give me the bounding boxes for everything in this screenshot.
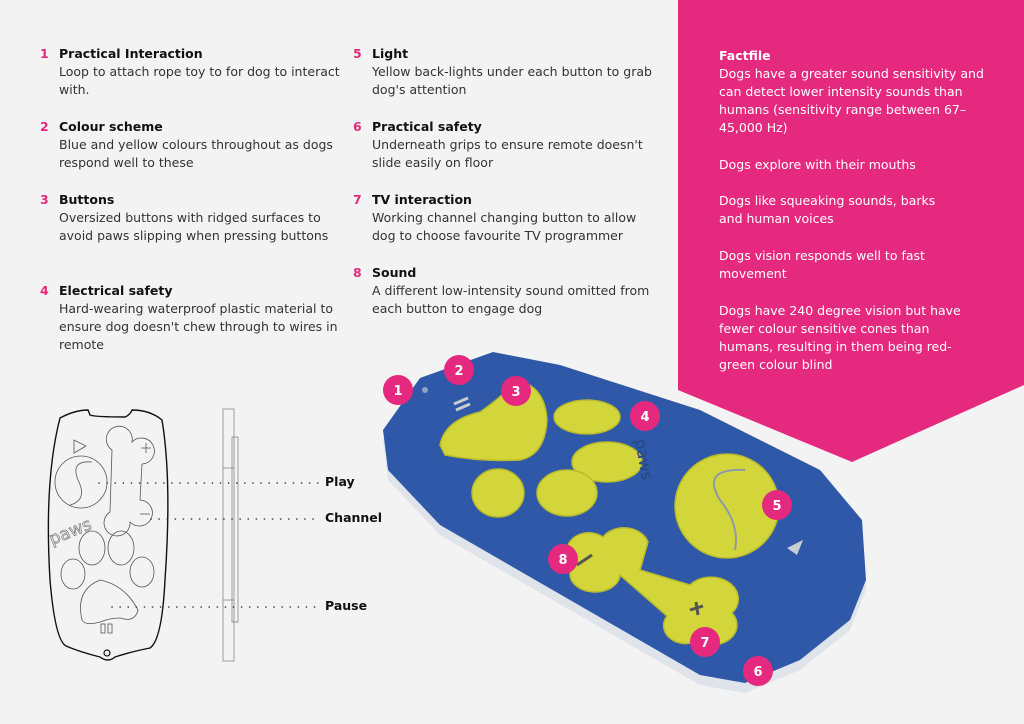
- bone-outline: [103, 425, 155, 537]
- marker-3: 3: [501, 376, 531, 406]
- toe-button[interactable]: [553, 399, 621, 435]
- pause-icon: [453, 396, 471, 412]
- toe-button[interactable]: [571, 441, 643, 483]
- markers: 1 2 3 4 5 6 7 8: [383, 355, 792, 686]
- marker-6: 6: [743, 656, 773, 686]
- callout-channel: Channel: [325, 510, 383, 525]
- tennis-ball-icon: [54, 455, 108, 509]
- pause-icon: [100, 623, 106, 634]
- plus-icon: [141, 443, 151, 453]
- feature-desc: Oversized buttons with ridged surfaces t…: [59, 210, 329, 243]
- fact-1: Dogs have a greater sound sensitivity an…: [719, 66, 984, 135]
- ball-seam: [69, 461, 93, 506]
- ball-seam: [712, 468, 746, 551]
- feature-title: Light: [372, 46, 409, 61]
- marker-7: 7: [690, 627, 720, 657]
- play-icon: [787, 540, 803, 555]
- toe-button[interactable]: [536, 469, 598, 517]
- fact-2: Dogs explore with their mouths: [719, 157, 916, 172]
- toe-pad: [107, 530, 135, 566]
- svg-text:8: 8: [558, 553, 567, 568]
- feature-desc: A different low-intensity sound omitted …: [372, 283, 650, 316]
- play-icon: [73, 439, 87, 454]
- marker-8: 8: [548, 544, 578, 574]
- svg-text:4: 4: [640, 410, 649, 425]
- rope-loop-hole: [422, 387, 428, 393]
- callout-pause: Pause: [325, 598, 368, 613]
- feature-desc: Underneath grips to ensure remote doesn'…: [372, 137, 643, 170]
- toe-pad: [78, 530, 106, 566]
- svg-text:2: 2: [454, 364, 463, 379]
- plus-minus-engraving: [576, 553, 704, 616]
- feature-title: Practical safety: [372, 119, 482, 134]
- svg-text:6: 6: [753, 665, 762, 680]
- marker-1: 1: [383, 375, 413, 405]
- svg-text:5: 5: [772, 499, 781, 514]
- callout-play: Play: [325, 474, 355, 489]
- feature-title: Sound: [372, 265, 417, 280]
- feature-desc: Yellow back-lights under each button to …: [372, 64, 652, 97]
- feature-desc: Hard-wearing waterproof plastic material…: [59, 301, 338, 352]
- bone-channel-button[interactable]: [567, 527, 740, 646]
- remote-front-outline: [47, 409, 169, 661]
- loop-hole: [103, 649, 111, 657]
- toe-pad: [129, 556, 155, 588]
- remote-side-view: [222, 408, 239, 662]
- marker-2: 2: [444, 355, 474, 385]
- marker-4: 4: [630, 401, 660, 431]
- feature-title: Practical Interaction: [59, 46, 203, 61]
- feature-number: 2: [40, 119, 49, 134]
- svg-text:7: 7: [700, 636, 709, 651]
- marker-5: 5: [762, 490, 792, 520]
- svg-text:3: 3: [511, 385, 520, 400]
- fact-3: Dogs like squeaking sounds, barks and hu…: [719, 193, 936, 226]
- factfile-title: Factfile: [719, 48, 771, 63]
- toe-pad: [60, 558, 86, 590]
- feature-desc: Working channel changing button to allow…: [372, 210, 637, 243]
- feature-number: 5: [353, 46, 362, 61]
- feature-desc: Loop to attach rope toy to for dog to in…: [59, 64, 340, 97]
- toe-button[interactable]: [471, 468, 525, 518]
- feature-number: 6: [353, 119, 362, 134]
- feature-title: TV interaction: [372, 192, 472, 207]
- main-pad: [80, 579, 139, 624]
- feature-number: 4: [40, 283, 49, 298]
- pause-icon-bar: [107, 623, 113, 634]
- feature-number: 1: [40, 46, 49, 61]
- feature-title: Colour scheme: [59, 119, 163, 134]
- svg-text:1: 1: [393, 384, 402, 399]
- feature-number: 8: [353, 265, 362, 280]
- feature-number: 7: [353, 192, 362, 207]
- feature-desc: Blue and yellow colours throughout as do…: [59, 137, 333, 170]
- feature-title: Buttons: [59, 192, 115, 207]
- feature-number: 3: [40, 192, 49, 207]
- feature-title: Electrical safety: [59, 283, 173, 298]
- fact-5: Dogs have 240 degree vision but have few…: [719, 303, 961, 372]
- fact-4: Dogs vision responds well to fast moveme…: [719, 248, 925, 281]
